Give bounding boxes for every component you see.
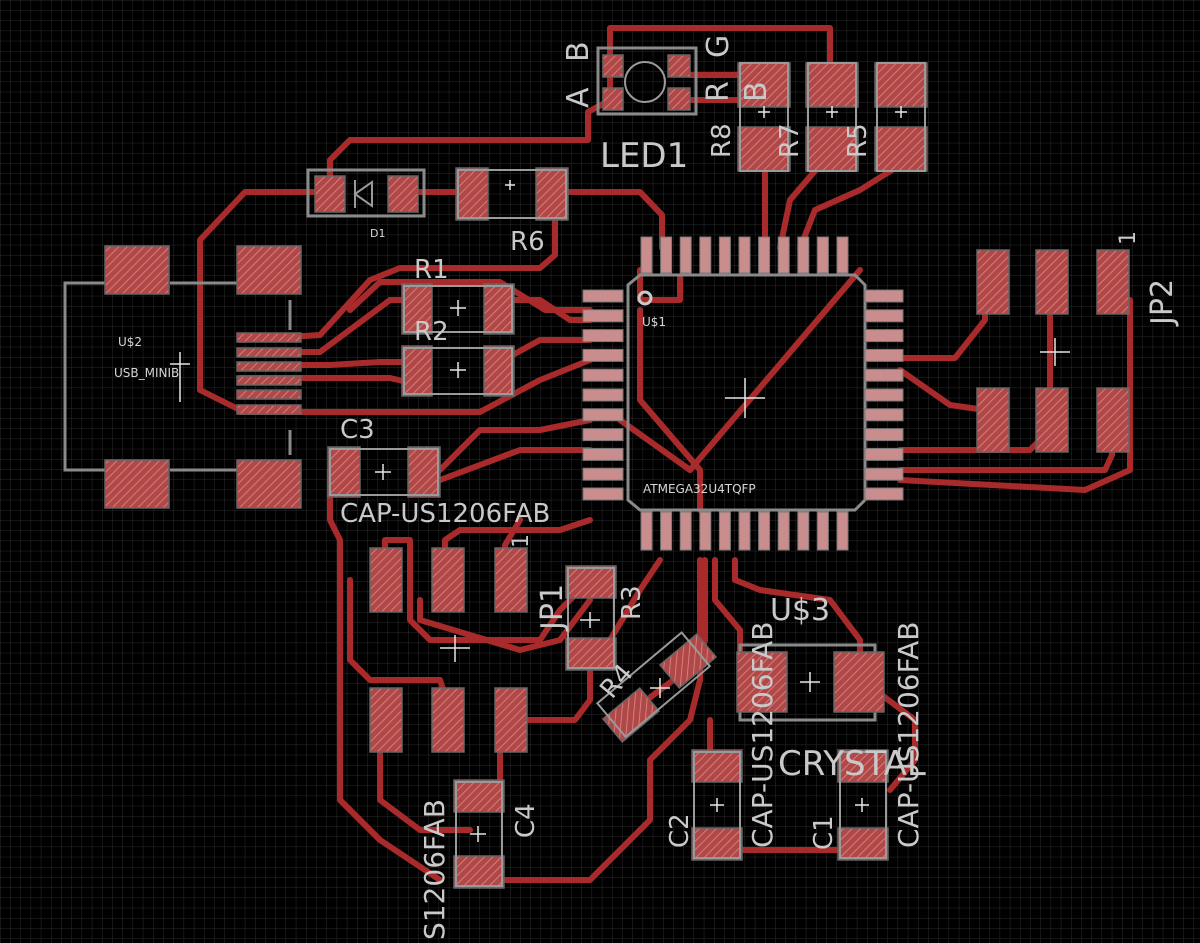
pin-right-3: [864, 329, 904, 343]
pin-top-10: [816, 236, 829, 274]
label-a: A: [561, 87, 596, 108]
pin-top-11: [836, 236, 849, 274]
pin-top-4: [699, 236, 712, 274]
pin-right-2: [864, 309, 904, 323]
label-jp2-pin1: 1: [1116, 231, 1141, 245]
pin-left-6: [582, 388, 624, 402]
pin-right-8: [864, 428, 904, 442]
pin-right-5: [864, 368, 904, 382]
label-cap-c3: CAP-US1206FAB: [340, 499, 550, 529]
label-us2: U$2: [118, 335, 142, 349]
label-r1: R1: [414, 255, 449, 285]
pin1-marker: [637, 290, 653, 306]
pin-top-3: [679, 236, 692, 274]
pin-top-9: [797, 236, 810, 274]
label-b2: B: [739, 81, 774, 102]
label-r8: R8: [707, 123, 737, 158]
label-r2: R2: [414, 317, 449, 347]
label-r3: R3: [617, 585, 647, 620]
label-crystal: CRYSTAL: [778, 744, 926, 784]
pin-left-8: [582, 428, 624, 442]
pin-right-7: [864, 408, 904, 422]
pin-bottom-11: [836, 511, 849, 551]
pin-top-5: [718, 236, 731, 274]
pin-top-8: [777, 236, 790, 274]
label-b: B: [561, 41, 596, 62]
center-crosses: [170, 106, 1070, 842]
silkscreen-labels: A B R G B LED1 R8 R7 R5 D1 R6 R1 R2 U$1 …: [114, 35, 1180, 940]
pin-right-10: [864, 467, 904, 481]
label-cap-right: CAP-US1206FAB: [892, 621, 925, 848]
pin-bottom-4: [699, 511, 712, 551]
label-g: G: [701, 35, 736, 58]
label-r: R: [701, 81, 736, 102]
pin-bottom-6: [738, 511, 751, 551]
pin-top-1: [640, 236, 653, 274]
pin-right-11: [864, 487, 904, 501]
pin-right-6: [864, 388, 904, 402]
pin-right-4: [864, 348, 904, 362]
pin-left-4: [582, 348, 624, 362]
pads: [104, 54, 1130, 889]
pin-top-7: [758, 236, 771, 274]
label-cap-mid: CAP-US1206FAB: [746, 621, 779, 848]
pin-left-9: [582, 447, 624, 461]
label-usb-minib: USB_MINIB: [114, 366, 179, 380]
pin-left-2: [582, 309, 624, 323]
pin-left-3: [582, 329, 624, 343]
label-us3: U$3: [770, 593, 830, 628]
label-us1: U$1: [642, 315, 666, 329]
pin-bottom-7: [758, 511, 771, 551]
label-led1: LED1: [600, 136, 688, 176]
pin-left-5: [582, 368, 624, 382]
label-cap-bottom: S1206FAB: [418, 799, 451, 940]
pin-left-7: [582, 408, 624, 422]
pin-right-9: [864, 447, 904, 461]
label-c3: C3: [340, 415, 375, 445]
pin-right-1: [864, 289, 904, 303]
pin-top-2: [660, 236, 673, 274]
label-jp2: JP2: [1145, 279, 1180, 327]
pin-left-10: [582, 467, 624, 481]
label-jp1-pin1: 1: [509, 534, 534, 548]
pin-top-6: [738, 236, 751, 274]
pin-left-1: [582, 289, 624, 303]
pin-left-11: [582, 487, 624, 501]
label-r7: R7: [775, 123, 805, 158]
label-c1: C1: [809, 815, 839, 850]
pin-bottom-1: [640, 511, 653, 551]
pin-bottom-5: [718, 511, 731, 551]
atmega-pins: [582, 236, 904, 551]
pin-bottom-2: [660, 511, 673, 551]
label-c2: C2: [665, 813, 695, 848]
label-jp1: JP1: [535, 584, 570, 632]
pin-bottom-9: [797, 511, 810, 551]
pin-bottom-8: [777, 511, 790, 551]
pin-bottom-3: [679, 511, 692, 551]
label-atmega: ATMEGA32U4TQFP: [643, 482, 756, 496]
component-bodies: [329, 61, 926, 887]
label-r5: R5: [843, 123, 873, 158]
label-c4: C4: [511, 803, 541, 838]
pin-bottom-10: [816, 511, 829, 551]
label-d1: D1: [370, 227, 385, 240]
label-r6: R6: [510, 227, 545, 257]
